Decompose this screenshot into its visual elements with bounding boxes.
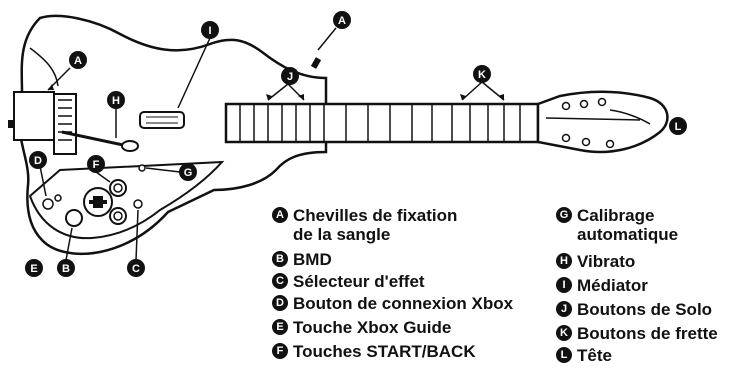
svg-text:I: I <box>208 25 211 37</box>
body-contour <box>29 47 59 87</box>
effect-selector <box>133 199 143 209</box>
svg-text:B: B <box>62 263 70 275</box>
callout-badge-A-body: A <box>69 51 87 69</box>
legend-item-F: F Touches START/BACK <box>272 342 476 361</box>
legend-item-B: B BMD <box>272 250 332 269</box>
tuning-pegs <box>561 97 615 149</box>
legend-item-J: J Boutons de Solo <box>556 300 712 319</box>
legend-badge: C <box>272 273 288 289</box>
legend-label: Sélecteur d'effet <box>293 272 425 291</box>
legend-badge: D <box>272 295 288 311</box>
callout-badge-J: J <box>281 67 299 85</box>
legend-label: Tête <box>577 346 612 365</box>
callout-badge-E: E <box>25 259 43 277</box>
svg-text:D: D <box>34 155 42 167</box>
xbox-connect-button <box>42 198 54 210</box>
legend-label: Touche Xbox Guide <box>293 318 452 337</box>
legend-badge: L <box>556 347 572 363</box>
legend-badge: K <box>556 325 572 341</box>
svg-text:A: A <box>338 15 346 27</box>
legend-item-C: C Sélecteur d'effet <box>272 272 425 291</box>
legend-badge: J <box>556 301 572 317</box>
xbox-guide-button <box>65 209 83 227</box>
legend-badge: H <box>556 253 572 269</box>
neck-frets <box>345 104 521 142</box>
svg-text:A: A <box>74 55 82 67</box>
legend-label: Touches START/BACK <box>293 342 476 361</box>
legend-item-D: D Bouton de connexion Xbox <box>272 294 513 313</box>
legend-item-H: H Vibrato <box>556 252 635 271</box>
callout-badge-C: C <box>127 259 145 277</box>
legend-badge: F <box>272 343 288 359</box>
callout-badge-F: F <box>87 155 105 173</box>
callout-badge-K: K <box>473 65 491 83</box>
callout-badge-H: H <box>107 91 125 109</box>
headstock <box>536 90 669 154</box>
svg-text:G: G <box>184 167 193 179</box>
legend-item-I: I Médiator <box>556 276 648 295</box>
callout-badge-L: L <box>669 117 687 135</box>
legend-label: Médiator <box>577 276 648 295</box>
legend-label: Bouton de connexion Xbox <box>293 294 514 313</box>
legend-label: Vibrato <box>577 252 636 271</box>
callout-badge-D: D <box>29 151 47 169</box>
svg-text:L: L <box>675 121 682 133</box>
callout-badge-I: I <box>201 21 219 39</box>
whammy-bar <box>61 130 129 148</box>
legend-item-E: E Touche Xbox Guide <box>272 318 451 337</box>
strap-peg-left <box>8 120 14 128</box>
legend-badge: G <box>556 207 572 223</box>
legend-label: Boutons de frette <box>577 324 718 343</box>
solo-frets <box>239 104 325 142</box>
callout-badge-B: B <box>57 259 75 277</box>
auto-calibration-sensor <box>138 164 146 172</box>
legend-badge: E <box>272 319 288 335</box>
svg-text:H: H <box>112 95 120 107</box>
legend-badge: A <box>272 207 288 223</box>
legend-badge: I <box>556 277 572 293</box>
svg-text:J: J <box>287 71 293 83</box>
bridge <box>13 91 55 141</box>
legend-badge: B <box>272 251 288 267</box>
svg-text:E: E <box>30 263 37 275</box>
guitar-neck <box>224 102 540 144</box>
strum-bar <box>139 111 185 129</box>
strap-peg-top <box>310 57 322 69</box>
svg-text:C: C <box>132 263 140 275</box>
legend-item-K: K Boutons de frette <box>556 324 718 343</box>
legend-label: Boutons de Solo <box>577 300 713 319</box>
svg-text:F: F <box>93 159 100 171</box>
callout-badge-G: G <box>179 163 197 181</box>
legend-label: BMD <box>293 250 332 269</box>
callout-badge-A-top: A <box>333 11 351 29</box>
legend-item-L: L Tête <box>556 346 612 365</box>
svg-text:K: K <box>478 69 486 81</box>
